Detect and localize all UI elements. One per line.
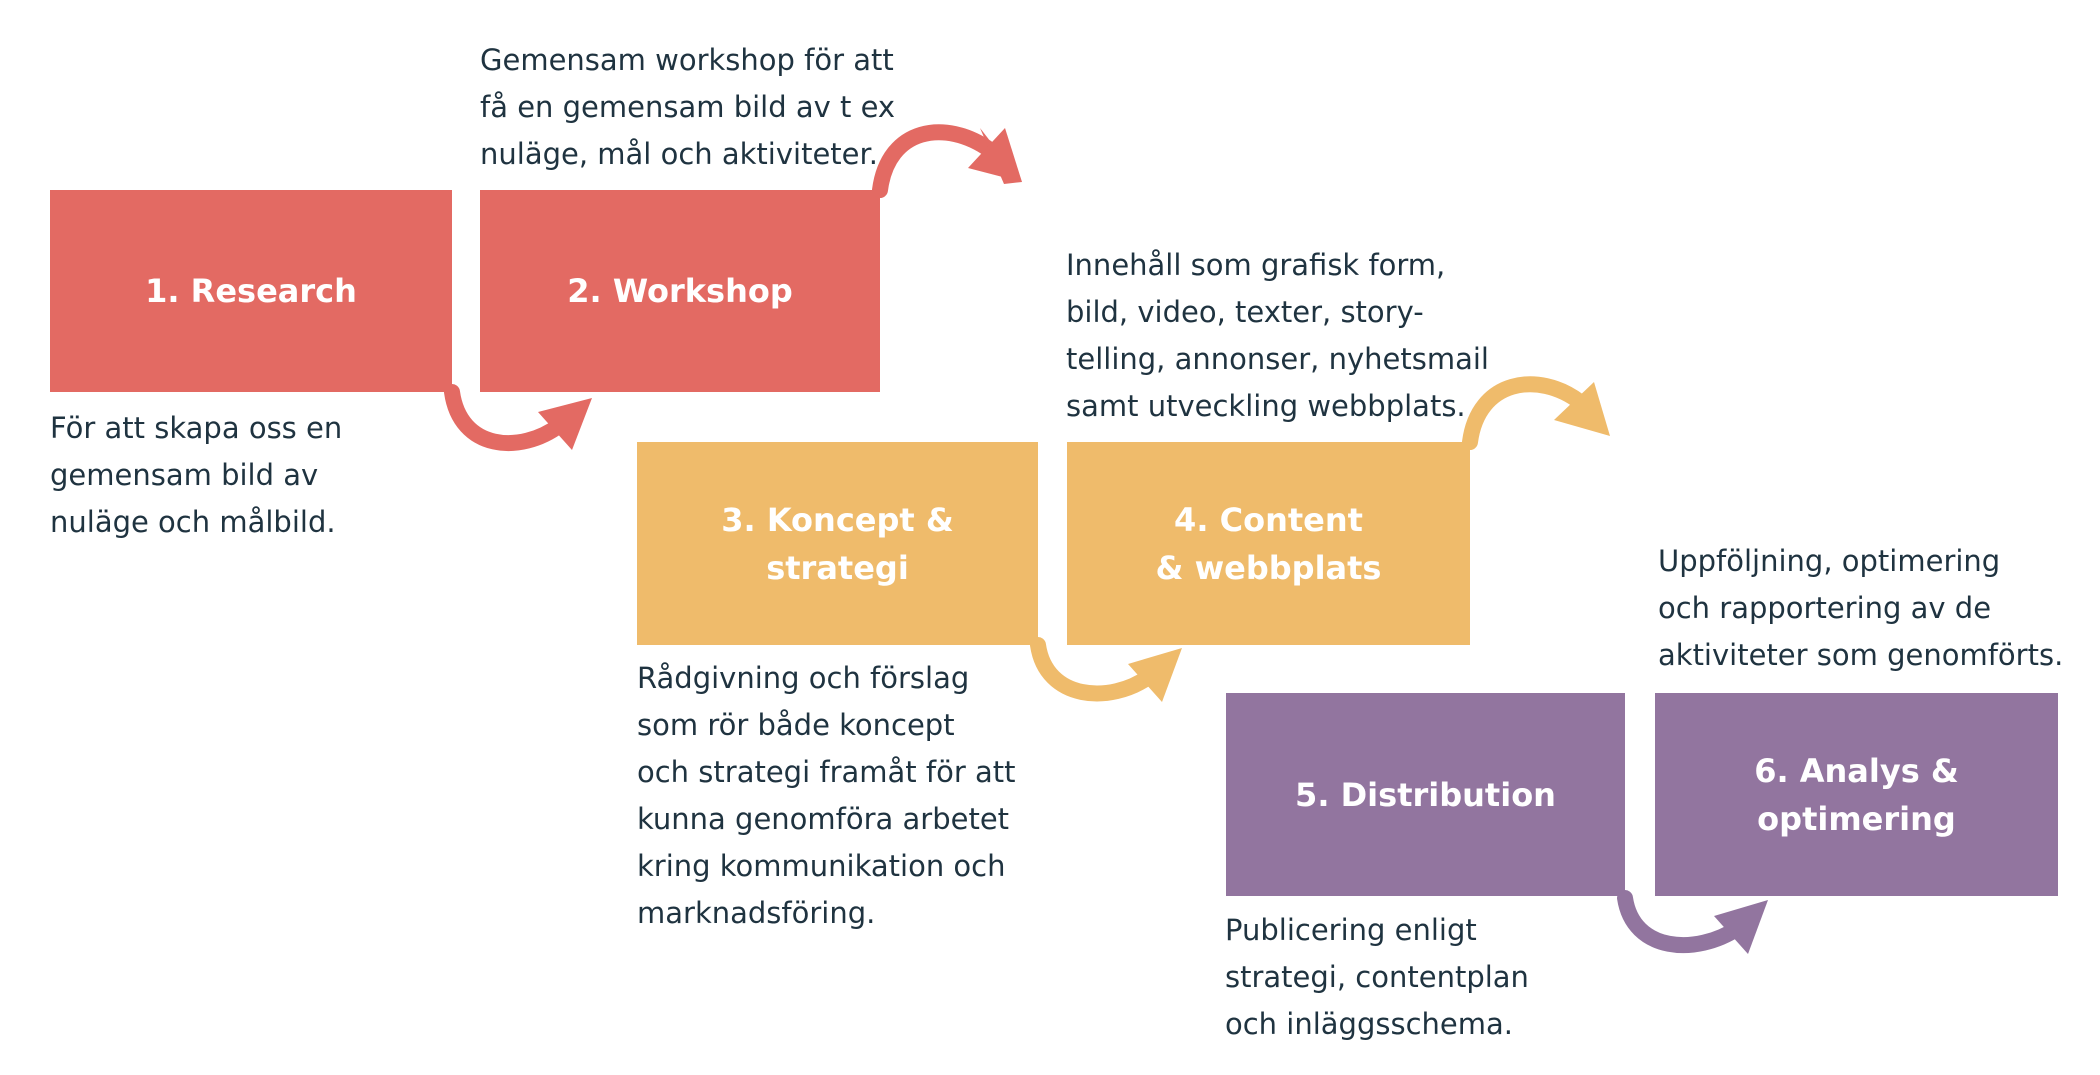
step-6-label: 6. Analys & optimering — [1754, 751, 1959, 838]
step-2-label: 2. Workshop — [567, 272, 793, 310]
step-2-description: Gemensam workshop för att få en gemensam… — [480, 43, 896, 171]
step-1-box: 1. Research — [50, 190, 452, 392]
step-5-label: 5. Distribution — [1295, 775, 1556, 814]
step-3-box: 3. Koncept & strategi — [637, 442, 1038, 645]
step-4-description: Innehåll som grafisk form, bild, video, … — [1066, 248, 1489, 423]
step-4-box: 4. Content & webbplats — [1067, 442, 1470, 645]
step-1-description: För att skapa oss en gemensam bild av nu… — [50, 411, 343, 539]
step-4-label: 4. Content & webbplats — [1155, 500, 1382, 587]
step-3-label: 3. Koncept & strategi — [721, 500, 954, 587]
arrow-step3-to-step4 — [1030, 637, 1182, 702]
arrow-step1-to-step2 — [444, 384, 592, 452]
step-1-label: 1. Research — [145, 272, 357, 310]
arrow-step5-to-step6 — [1617, 890, 1768, 954]
step-6-description: Uppföljning, optimering och rapportering… — [1658, 544, 2064, 672]
arrow-step4-up — [1462, 376, 1610, 450]
step-2-box: 2. Workshop — [480, 190, 880, 392]
arrow-step2-up — [872, 124, 1022, 198]
step-5-description: Publicering enligt strategi, contentplan… — [1225, 913, 1529, 1041]
step-6-box: 6. Analys & optimering — [1655, 693, 2058, 896]
step-5-box: 5. Distribution — [1226, 693, 1625, 896]
step-3-description: Rådgivning och förslag som rör både konc… — [637, 661, 1016, 930]
